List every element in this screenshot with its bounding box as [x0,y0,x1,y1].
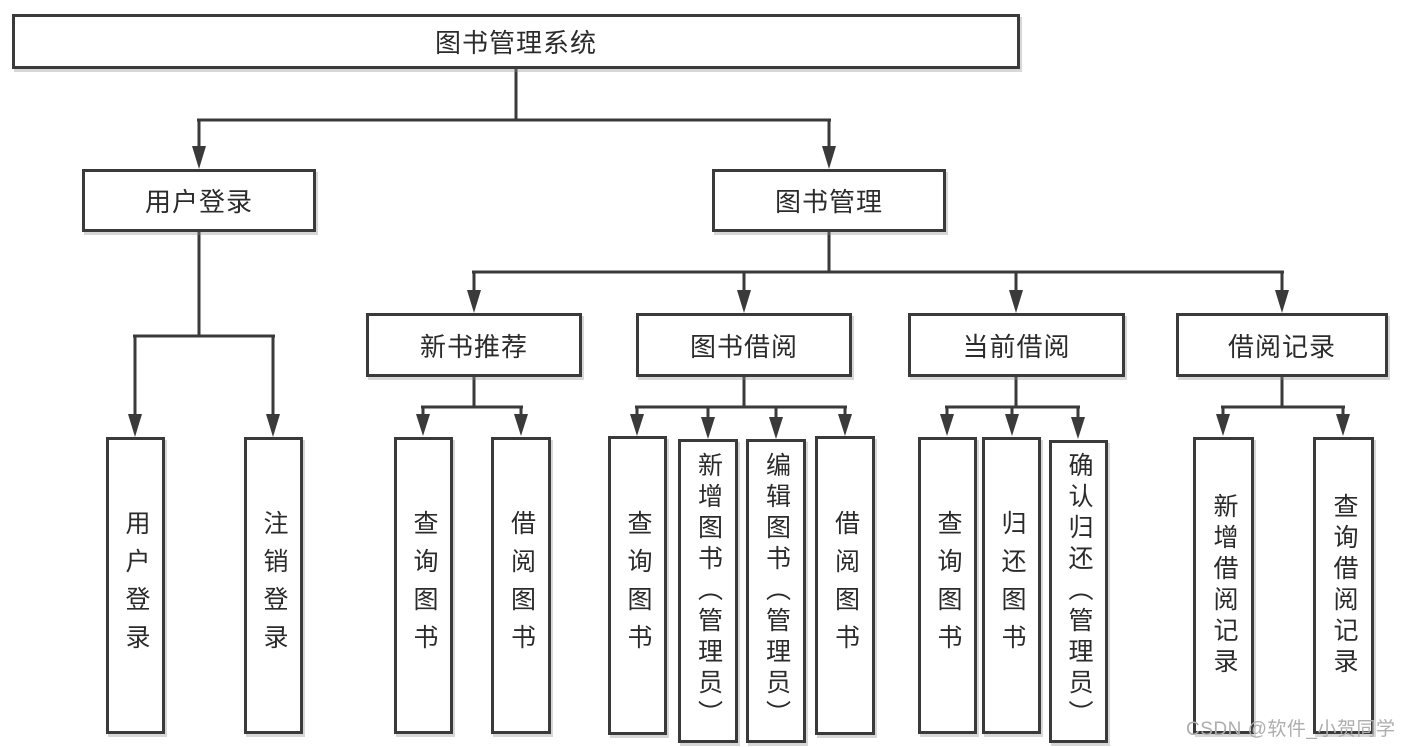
leaf-borrow-books-recommend: 借阅图书 [491,437,551,734]
leaf-add-borrow-record: 新增借阅记录 [1193,437,1254,734]
leaf-label: 查询借阅记录 [1330,492,1358,679]
leaf-query-borrow-record: 查询借阅记录 [1313,437,1374,734]
leaf-edit-books-admin: 编辑图书（管理员） [746,439,806,743]
node-borrowing-records: 借阅记录 [1176,313,1388,377]
leaf-label: 归还图书 [998,509,1026,662]
node-label: 图书借阅 [689,331,798,362]
leaf-label: 注销登录 [260,509,288,662]
leaf-return-books: 归还图书 [982,437,1041,734]
leaf-label: 查询图书 [410,509,438,662]
node-user-login: 用户登录 [82,169,316,232]
leaf-label: 确认归还（管理员） [1065,452,1093,731]
leaf-label: 新增借阅记录 [1210,492,1238,679]
node-current-borrowing: 当前借阅 [908,313,1125,377]
leaf-user-login: 用户登录 [106,437,165,734]
leaf-borrow-books: 借阅图书 [815,436,875,735]
node-label: 图书管理 [774,187,883,217]
node-label: 借阅记录 [1227,331,1336,362]
leaf-label: 查询图书 [624,509,652,662]
csdn-watermark: CSDN @软件_小贺同学 [1186,719,1396,740]
node-label: 当前借阅 [962,331,1071,362]
node-label: 新书推荐 [419,331,528,362]
leaf-confirm-return-admin: 确认归还（管理员） [1049,440,1108,743]
leaf-label: 借阅图书 [831,509,860,662]
leaf-logout: 注销登录 [244,437,303,734]
node-label: 用户登录 [144,187,253,217]
leaf-query-books-borrowing: 查询图书 [608,436,667,735]
leaf-query-books-recommend: 查询图书 [394,437,453,734]
leaf-label: 用户登录 [122,509,150,662]
node-book-management: 图书管理 [712,169,946,232]
leaf-label: 借阅图书 [507,509,536,662]
leaf-query-books-current: 查询图书 [918,437,977,734]
node-book-borrowing: 图书借阅 [636,313,852,377]
leaf-label: 查询图书 [934,509,962,662]
node-label: 图书管理系统 [434,28,597,58]
node-library-management-system: 图书管理系统 [12,14,1020,69]
leaf-add-books-admin: 新增图书（管理员） [678,439,738,743]
leaf-label: 新增图书（管理员） [694,451,723,731]
node-new-book-recommend: 新书推荐 [366,313,582,377]
leaf-label: 编辑图书（管理员） [762,451,791,731]
